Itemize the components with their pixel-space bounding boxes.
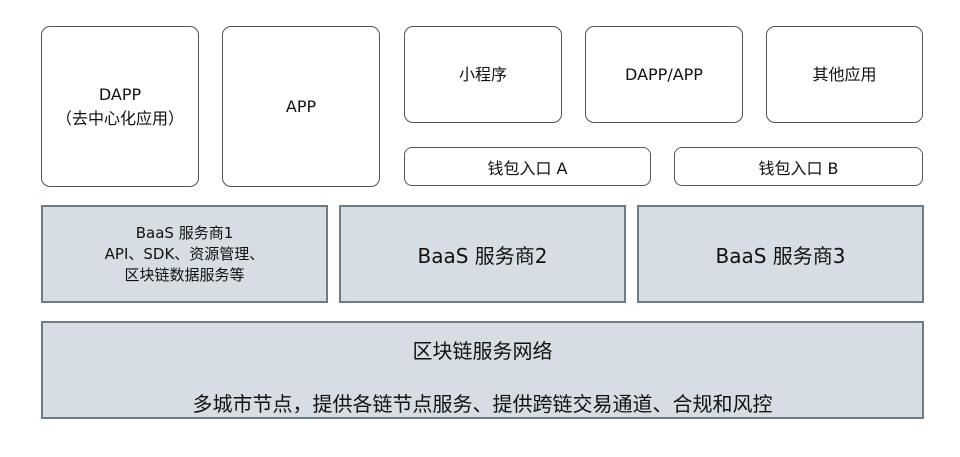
network-description: 多城市节点，提供各链节点服务、提供跨链交易通道、合规和风控 [192, 392, 773, 416]
app-box-other-apps: 其他应用 [766, 26, 923, 123]
baas-provider-2-label: BaaS 服务商2 [417, 243, 548, 268]
baas-provider-3-label: BaaS 服务商3 [715, 243, 846, 268]
baas-provider-1-desc-line1: API、SDK、资源管理、 [104, 244, 265, 263]
app-box-dapp-title: DAPP [98, 84, 142, 104]
baas-provider-1: BaaS 服务商1 API、SDK、资源管理、 区块链数据服务等 [41, 205, 328, 303]
app-box-dapp-app-label: DAPP/APP [625, 64, 703, 84]
wallet-entry-a-label: 钱包入口 A [487, 158, 568, 178]
app-box-dapp-subtitle: （去中心化应用） [55, 108, 184, 128]
blockchain-service-network: 区块链服务网络 多城市节点，提供各链节点服务、提供跨链交易通道、合规和风控 [41, 321, 924, 419]
baas-provider-2: BaaS 服务商2 [339, 205, 626, 303]
baas-provider-1-title: BaaS 服务商1 [135, 223, 234, 242]
app-box-mini-program-label: 小程序 [458, 64, 507, 84]
app-box-app: APP [222, 26, 380, 187]
app-box-mini-program: 小程序 [404, 26, 562, 123]
network-title: 区块链服务网络 [412, 339, 553, 363]
baas-provider-1-desc-line2: 区块链数据服务等 [124, 265, 245, 284]
app-box-dapp-app: DAPP/APP [585, 26, 743, 123]
wallet-entry-b: 钱包入口 B [674, 147, 923, 186]
app-box-dapp: DAPP （去中心化应用） [41, 26, 199, 187]
wallet-entry-b-label: 钱包入口 B [758, 158, 839, 178]
baas-provider-3: BaaS 服务商3 [637, 205, 924, 303]
wallet-entry-a: 钱包入口 A [404, 147, 651, 186]
app-box-app-label: APP [285, 96, 317, 116]
app-box-other-apps-label: 其他应用 [812, 64, 877, 84]
